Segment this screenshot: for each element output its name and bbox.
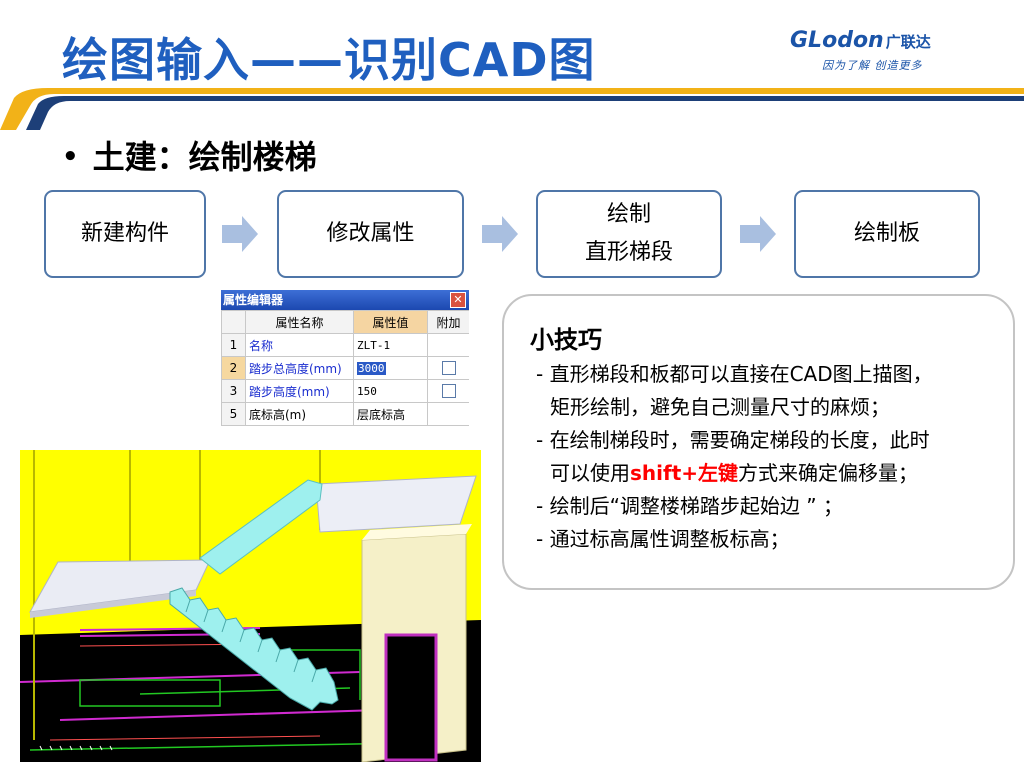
- row-index: 1: [221, 333, 246, 357]
- close-icon[interactable]: ✕: [450, 292, 466, 308]
- flow-step-label: 修改属性: [326, 221, 415, 246]
- tip-highlight-shortcut: shift+左键: [630, 461, 739, 485]
- header-property-value: 属性值: [353, 310, 428, 334]
- property-editor-titlebar: 属性编辑器 ✕: [221, 290, 469, 310]
- row-index: 2: [221, 356, 246, 380]
- extra-checkbox[interactable]: [441, 384, 456, 399]
- cad-step-lines: [185, 599, 317, 683]
- tip-item: - 在绘制梯段时，需要确定梯段的长度，此时: [536, 428, 930, 452]
- property-editor-title: 属性编辑器: [223, 293, 284, 307]
- section-bullet: • 土建：绘制楼梯: [62, 132, 317, 178]
- header-property-name: 属性名称: [245, 310, 354, 334]
- flow-step-draw-straight-flight: 绘制 直形梯段: [536, 190, 722, 278]
- extra-checkbox[interactable]: [441, 361, 456, 376]
- bullet-dot-icon: •: [62, 142, 79, 172]
- bullet-text: 土建：绘制楼梯: [92, 138, 317, 176]
- property-value-cell[interactable]: 3000: [353, 356, 428, 380]
- flow-arrow-icon: [222, 216, 258, 252]
- header-extra: 附加: [427, 310, 469, 334]
- flow-arrow-icon: [740, 216, 776, 252]
- header-index: [221, 310, 246, 334]
- flow-step-label: 绘制板: [853, 221, 920, 246]
- slide-title: 绘图输入——识别CAD图: [62, 33, 596, 87]
- property-value-input[interactable]: 3000: [357, 361, 386, 375]
- property-editor-panel: 属性编辑器 ✕ 属性名称 属性值 附加 1 名称 ZLT-1 2 踏步总高度(m…: [221, 290, 469, 430]
- row-index: 5: [221, 402, 246, 426]
- logo-brand-text: GLodon: [790, 28, 884, 53]
- tips-list: - 直形梯段和板都可以直接在CAD图上描图， 矩形绘制，避免自己测量尺寸的麻烦；…: [536, 358, 933, 556]
- property-name: 底标高(m): [245, 402, 354, 426]
- extra-cell: [427, 402, 469, 426]
- property-table-header: 属性名称 属性值 附加: [221, 310, 469, 334]
- extra-cell: [427, 379, 469, 403]
- tip-item: - 绘制后“调整楼梯踏步起始边 ” ；: [536, 494, 844, 518]
- tips-panel: 小技巧 - 直形梯段和板都可以直接在CAD图上描图， 矩形绘制，避免自己测量尺寸…: [502, 294, 1015, 590]
- cad-upper-slab: [315, 475, 477, 533]
- cad-door-opening: [384, 633, 438, 762]
- flow-step-modify-properties: 修改属性: [277, 190, 464, 278]
- extra-cell: [427, 333, 469, 357]
- property-name: 踏步总高度(mm): [245, 356, 354, 380]
- flow-step-label-line2: 直形梯段: [584, 240, 673, 265]
- tip-text: 方式来确定偏移量；: [738, 461, 919, 485]
- property-value[interactable]: ZLT-1: [353, 333, 428, 357]
- property-table: 属性名称 属性值 附加 1 名称 ZLT-1 2 踏步总高度(mm) 3000 …: [221, 310, 469, 426]
- tip-item: - 直形梯段和板都可以直接在CAD图上描图，: [536, 362, 933, 386]
- header-swoosh-divider: [0, 88, 1024, 130]
- flow-step-label: 新建构件: [80, 221, 169, 246]
- cad-lower-flight: [169, 587, 339, 711]
- tip-item: - 通过标高属性调整板标高；: [536, 527, 790, 551]
- logo-slogan: 因为了解 创造更多: [822, 59, 923, 72]
- flow-step-label: 绘制: [606, 202, 651, 227]
- table-row-selected[interactable]: 2 踏步总高度(mm) 3000: [221, 356, 469, 380]
- logo-chinese-text: 广联达: [885, 33, 931, 51]
- table-row[interactable]: 1 名称 ZLT-1: [221, 333, 469, 357]
- table-row[interactable]: 3 踏步高度(mm) 150: [221, 379, 469, 403]
- property-name: 踏步高度(mm): [245, 379, 354, 403]
- tip-item-continuation: 可以使用shift+左键方式来确定偏移量；: [536, 457, 933, 490]
- flow-step-new-component: 新建构件: [44, 190, 206, 278]
- cad-lower-slab-edge: [30, 590, 196, 618]
- property-value[interactable]: 层底标高: [353, 402, 428, 426]
- tips-title: 小技巧: [530, 326, 602, 354]
- cad-3d-stair-view[interactable]: [20, 450, 481, 762]
- tip-text: 可以使用: [550, 461, 630, 485]
- cad-white-ticks: [39, 745, 113, 751]
- cad-column-top: [362, 524, 472, 540]
- extra-cell: [427, 356, 469, 380]
- flow-arrow-icon: [482, 216, 518, 252]
- tip-item-continuation: 矩形绘制，避免自己测量尺寸的麻烦；: [550, 395, 890, 419]
- property-name: 名称: [245, 333, 354, 357]
- row-index: 3: [221, 379, 246, 403]
- property-value[interactable]: 150: [353, 379, 428, 403]
- table-row[interactable]: 5 底标高(m) 层底标高: [221, 402, 469, 426]
- flow-step-draw-slab: 绘制板: [794, 190, 980, 278]
- cad-upper-flight: [199, 479, 323, 575]
